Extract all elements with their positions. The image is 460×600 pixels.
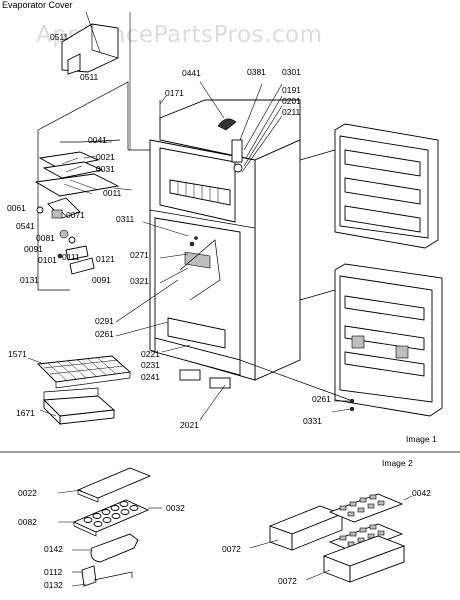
callout-0541: 0541 — [16, 221, 35, 231]
callout-0121: 0121 — [96, 254, 115, 264]
callout-0191: 0191 — [282, 85, 301, 95]
callout-2021: 2021 — [180, 420, 199, 430]
callout-0011: 0011 — [103, 188, 122, 198]
ice-bucket-0142 — [72, 533, 139, 563]
callout-0511-bottom: 0511 — [80, 72, 99, 82]
image-1-label: Image 1 — [406, 434, 437, 444]
callout-0132: 0132 — [44, 580, 63, 590]
callout-0261-right: 0261 — [312, 394, 331, 404]
cabinet-leader-lines — [115, 221, 226, 421]
callout-0082: 0082 — [18, 517, 37, 527]
door-hinge-screws — [239, 359, 355, 413]
callout-0271: 0271 — [130, 250, 149, 260]
callout-0201: 0201 — [282, 96, 301, 106]
ice-tray-lid-0022 — [57, 467, 152, 503]
refrigerator-cabinet — [149, 99, 301, 389]
callout-0091-lower: 0091 — [92, 275, 111, 285]
callout-0291: 0291 — [95, 316, 114, 326]
callout-0241: 0241 — [141, 372, 160, 382]
callout-0142: 0142 — [44, 544, 63, 554]
evaporator-cover-part — [61, 11, 131, 150]
ice-cube-trays-0042 — [328, 493, 413, 553]
callout-0061: 0061 — [7, 203, 26, 213]
callout-0022: 0022 — [18, 488, 37, 498]
callout-0041: 0041 — [88, 135, 107, 145]
evaporator-cover-heading: Evaporator Cover — [2, 0, 73, 10]
callout-0032: 0032 — [166, 503, 185, 513]
callout-0261-left: 0261 — [95, 329, 114, 339]
left-exploded-parts — [34, 139, 133, 275]
callout-0072-upper: 0072 — [222, 544, 241, 554]
callout-0321: 0321 — [130, 276, 149, 286]
callout-0301: 0301 — [282, 67, 301, 77]
callout-0231: 0231 — [141, 360, 160, 370]
callout-0171: 0171 — [165, 88, 184, 98]
freezer-door — [299, 123, 439, 249]
image-2-label: Image 2 — [382, 458, 413, 468]
storage-bin-lower-0072 — [305, 535, 406, 583]
callout-0072-lower: 0072 — [278, 576, 297, 586]
callout-0131: 0131 — [20, 275, 39, 285]
callout-1671: 1671 — [16, 408, 35, 418]
callout-0331: 0331 — [303, 416, 322, 426]
callout-0021: 0021 — [96, 152, 115, 162]
callout-0111: 0111 — [62, 252, 80, 262]
callout-0042: 0042 — [412, 488, 431, 498]
callout-0031: 0031 — [96, 164, 115, 174]
ice-tray-0082 — [58, 499, 162, 537]
fresh-food-door — [299, 263, 443, 417]
callout-0071: 0071 — [66, 210, 85, 220]
top-hinge-assembly — [159, 81, 283, 173]
callout-0101: 0101 — [38, 255, 57, 265]
callout-0511-top: 0511 — [50, 32, 69, 42]
storage-bin-upper-0072 — [249, 505, 344, 551]
callout-0112: 0112 — [44, 567, 63, 577]
callout-0091-upper: 0091 — [24, 244, 43, 254]
callout-0441: 0441 — [182, 68, 201, 78]
callout-1571: 1571 — [8, 349, 27, 359]
shelf-bin-1671 — [39, 387, 116, 426]
callout-0311: 0311 — [116, 214, 135, 224]
callout-0211: 0211 — [282, 107, 301, 117]
callout-0221: 0221 — [141, 349, 160, 359]
clips-0112-0132 — [71, 565, 133, 587]
callout-0381: 0381 — [247, 67, 266, 77]
wire-shelf-1571 — [27, 355, 132, 389]
callout-0081: 0081 — [36, 233, 55, 243]
